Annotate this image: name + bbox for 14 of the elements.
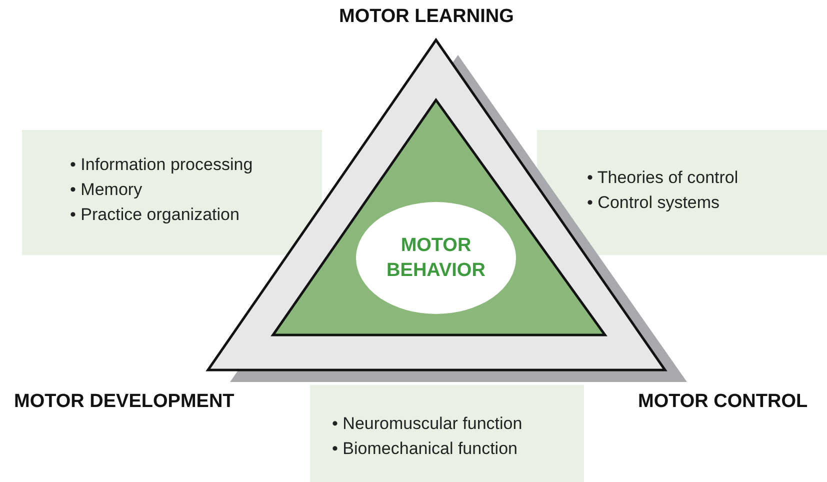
- bullet-item: • Biomechanical function: [332, 438, 518, 460]
- text-panel: [310, 385, 584, 482]
- text-panel: [22, 130, 322, 255]
- bullet-item: • Control systems: [587, 192, 721, 214]
- bullet-item: • Memory: [70, 179, 144, 201]
- bullet-item: • Theories of control: [587, 167, 738, 189]
- vertex-label: MOTOR DEVELOPMENT: [14, 391, 234, 413]
- bullet-item: • Information processing: [70, 154, 253, 176]
- bullet-item: • Neuromuscular function: [332, 413, 522, 435]
- bullet-item: • Practice organization: [70, 204, 240, 226]
- center-label: MOTOR BEHAVIOR: [386, 234, 486, 283]
- vertex-label: MOTOR LEARNING: [339, 6, 514, 28]
- text-panel: [537, 130, 827, 255]
- vertex-label: MOTOR CONTROL: [638, 391, 808, 413]
